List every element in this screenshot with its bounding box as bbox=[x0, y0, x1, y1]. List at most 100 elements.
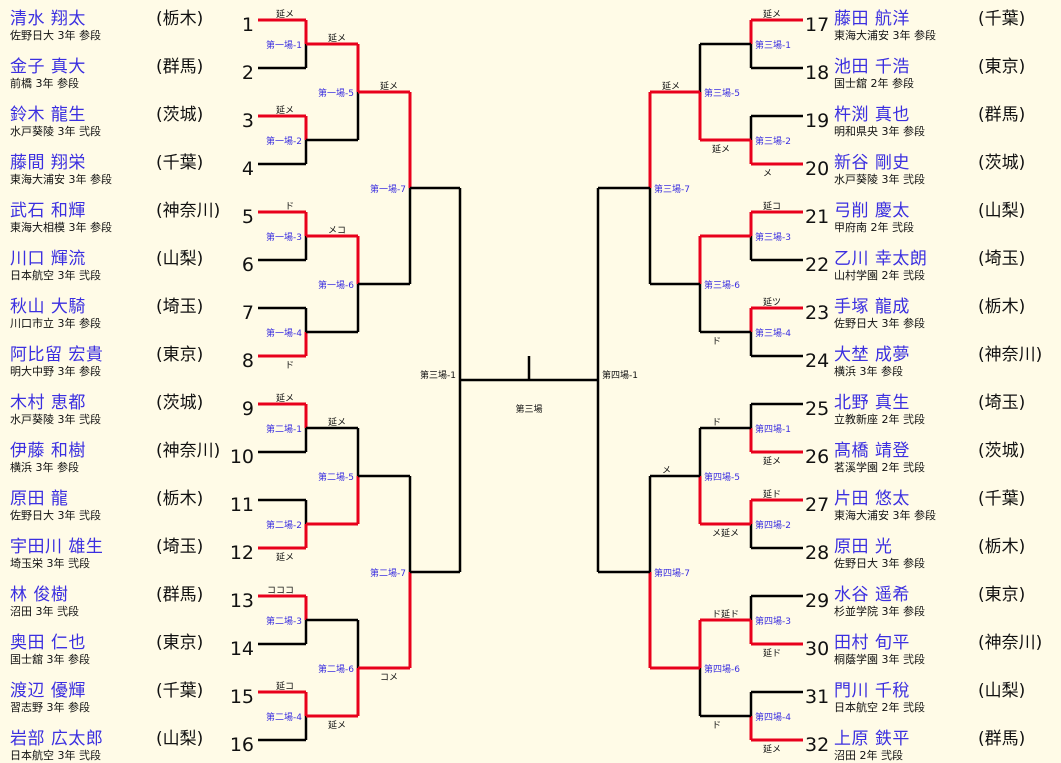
player-prefecture: (神奈川) bbox=[156, 441, 221, 461]
player-school: 日本航空 3年 弐段 bbox=[10, 749, 101, 762]
player-prefecture: (埼玉) bbox=[978, 393, 1026, 413]
player-prefecture: (群馬) bbox=[156, 585, 204, 605]
player-name: 池田 千浩 bbox=[834, 57, 910, 77]
player-number: 26 bbox=[805, 446, 830, 468]
player-name: 門川 千稅 bbox=[834, 681, 910, 701]
player-name: 宇田川 雄生 bbox=[10, 537, 104, 557]
player-prefecture: (山梨) bbox=[156, 249, 204, 269]
player-prefecture: (東京) bbox=[978, 57, 1026, 77]
match-label: 第二場-7 bbox=[370, 567, 406, 579]
player-prefecture: (東京) bbox=[978, 585, 1026, 605]
player-name: 木村 恵都 bbox=[10, 393, 86, 413]
player-school: 国士舘 2年 参段 bbox=[834, 77, 914, 90]
match-label: 第三場-4 bbox=[755, 327, 791, 339]
player-name: 弓削 慶太 bbox=[834, 201, 910, 221]
match-score-bottom: 延メ bbox=[763, 743, 781, 755]
match-label: 第四場-7 bbox=[654, 567, 690, 579]
player-name: 林 俊樹 bbox=[10, 585, 69, 605]
player-prefecture: (茨城) bbox=[978, 153, 1026, 173]
match-label: 第四場-6 bbox=[704, 663, 740, 675]
player-name: 岩部 広太郎 bbox=[10, 729, 104, 749]
match-score-top: ド bbox=[285, 202, 294, 212]
match-score-top: ド bbox=[712, 418, 721, 428]
player-prefecture: (神奈川) bbox=[156, 201, 221, 221]
player-name: 上原 鉄平 bbox=[834, 729, 910, 749]
player-school: 東海大相模 3年 参段 bbox=[10, 221, 112, 234]
player-school: 桐蔭学園 3年 弐段 bbox=[834, 653, 925, 666]
player-number: 29 bbox=[805, 590, 830, 612]
player-number: 17 bbox=[805, 14, 830, 36]
player-school: 水戸葵陵 3年 弐段 bbox=[10, 125, 101, 138]
match-score-top: 延メ bbox=[276, 392, 294, 404]
match-label: 第三場-5 bbox=[704, 87, 740, 99]
player-name: 手塚 龍成 bbox=[834, 297, 910, 317]
player-name: 藤田 航洋 bbox=[834, 9, 910, 29]
match-label: 第二場-5 bbox=[318, 471, 354, 483]
match-score-bottom: ド bbox=[712, 721, 721, 731]
match-label: 第一場-2 bbox=[266, 135, 302, 147]
match-label: 第一場-5 bbox=[318, 87, 354, 99]
match-label: 第一場-6 bbox=[318, 279, 354, 291]
match-score-top: 延メ bbox=[380, 80, 398, 92]
match-score-top: メコ bbox=[328, 226, 346, 236]
match-score-top: 延メ bbox=[763, 8, 781, 20]
player-prefecture: (山梨) bbox=[156, 729, 204, 749]
final-label: 第三場 bbox=[515, 403, 542, 415]
match-score-top: 延コ bbox=[276, 680, 294, 692]
match-score-top: 延メ bbox=[328, 416, 346, 428]
player-prefecture: (山梨) bbox=[978, 681, 1026, 701]
player-name: 片田 悠太 bbox=[834, 489, 910, 509]
player-name: 田村 旬平 bbox=[834, 633, 910, 653]
player-prefecture: (群馬) bbox=[978, 105, 1026, 125]
player-number: 31 bbox=[805, 686, 830, 708]
player-school: 前橋 3年 参段 bbox=[10, 77, 79, 90]
semi-label: 第三場-1 bbox=[420, 369, 456, 381]
player-prefecture: (山梨) bbox=[978, 201, 1026, 221]
match-label: 第三場-2 bbox=[755, 135, 791, 147]
player-prefecture: (千葉) bbox=[978, 489, 1026, 509]
player-number: 6 bbox=[241, 254, 254, 276]
player-number: 18 bbox=[805, 62, 830, 84]
match-label: 第二場-4 bbox=[266, 711, 302, 723]
player-number: 32 bbox=[805, 734, 830, 756]
player-name: 原田 光 bbox=[834, 537, 893, 557]
player-name: 鈴木 龍生 bbox=[10, 105, 86, 125]
player-number: 20 bbox=[805, 158, 830, 180]
player-name: 藤間 翔栄 bbox=[10, 153, 86, 173]
match-score-bottom: 延メ bbox=[712, 143, 730, 155]
match-label: 第二場-3 bbox=[266, 615, 302, 627]
player-school: 茗溪学園 2年 弐段 bbox=[834, 461, 925, 474]
player-number: 5 bbox=[241, 206, 254, 228]
player-name: 乙川 幸太朗 bbox=[834, 249, 928, 269]
player-number: 11 bbox=[229, 494, 254, 516]
match-label: 第三場-7 bbox=[654, 183, 690, 195]
player-name: 秋山 大騎 bbox=[10, 297, 86, 317]
player-prefecture: (埼玉) bbox=[156, 537, 204, 557]
player-number: 14 bbox=[229, 638, 254, 660]
player-school: 杉並学院 3年 参段 bbox=[834, 605, 925, 618]
match-label: 第一場-7 bbox=[370, 183, 406, 195]
player-name: 奥田 仁也 bbox=[10, 633, 86, 653]
match-label: 第二場-2 bbox=[266, 519, 302, 531]
semi-label: 第四場-1 bbox=[602, 369, 638, 381]
player-prefecture: (栃木) bbox=[156, 489, 204, 509]
player-name: 髙橋 靖登 bbox=[834, 441, 910, 461]
player-school: 東海大浦安 3年 参段 bbox=[834, 29, 936, 42]
match-label: 第四場-5 bbox=[704, 471, 740, 483]
player-name: 清水 翔太 bbox=[10, 9, 86, 29]
player-number: 12 bbox=[229, 542, 254, 564]
player-school: 日本航空 2年 弐段 bbox=[834, 701, 925, 714]
player-school: 埼玉栄 3年 弐段 bbox=[10, 557, 90, 570]
player-prefecture: (茨城) bbox=[156, 393, 204, 413]
match-score-top: 延メ bbox=[328, 32, 346, 44]
match-score-bottom: 延メ bbox=[763, 455, 781, 467]
player-prefecture: (栃木) bbox=[978, 537, 1026, 557]
match-score-top: 延ツ bbox=[763, 296, 781, 308]
player-name: 大埜 成夢 bbox=[834, 345, 910, 365]
match-score-top: 延コ bbox=[763, 200, 781, 212]
player-school: 東海大浦安 3年 参段 bbox=[10, 173, 112, 186]
player-number: 1 bbox=[241, 14, 254, 36]
match-label: 第三場-3 bbox=[755, 231, 791, 243]
player-school: 甲府南 2年 弐段 bbox=[834, 221, 914, 234]
match-score-bottom: 延ド bbox=[763, 647, 781, 659]
